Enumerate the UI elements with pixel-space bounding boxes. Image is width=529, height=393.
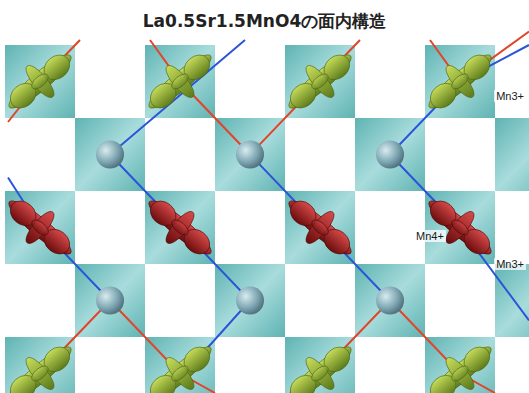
chain-line: [110, 40, 250, 379]
orbital: [417, 40, 504, 122]
teal-cell: [495, 264, 529, 337]
ion-label: Mn3+: [494, 258, 526, 270]
ion-label: Mn4+: [414, 230, 446, 242]
orbital: [277, 332, 364, 393]
orbital: [417, 186, 504, 268]
orbital: [0, 332, 83, 393]
mn4-sphere: [96, 287, 124, 315]
teal-cell: [495, 118, 529, 191]
orbital: [277, 40, 364, 122]
orbital: [277, 186, 364, 268]
orbital: [137, 186, 224, 268]
title: La0.5Sr1.5MnO4の面内構造: [143, 10, 386, 33]
chain-line: [390, 45, 529, 155]
orbital: [0, 40, 83, 122]
ion-label: Mn3+: [494, 90, 526, 102]
chain-line: [250, 155, 390, 301]
mn4-sphere: [376, 287, 404, 315]
mn4-sphere: [376, 141, 404, 169]
mn4-sphere: [96, 141, 124, 169]
chain-line: [390, 155, 529, 321]
orbital: [137, 40, 224, 122]
mn4-sphere: [236, 287, 264, 315]
orbital: [417, 332, 504, 393]
orbital: [137, 332, 224, 393]
orbital: [0, 186, 83, 268]
mn4-sphere: [236, 141, 264, 169]
